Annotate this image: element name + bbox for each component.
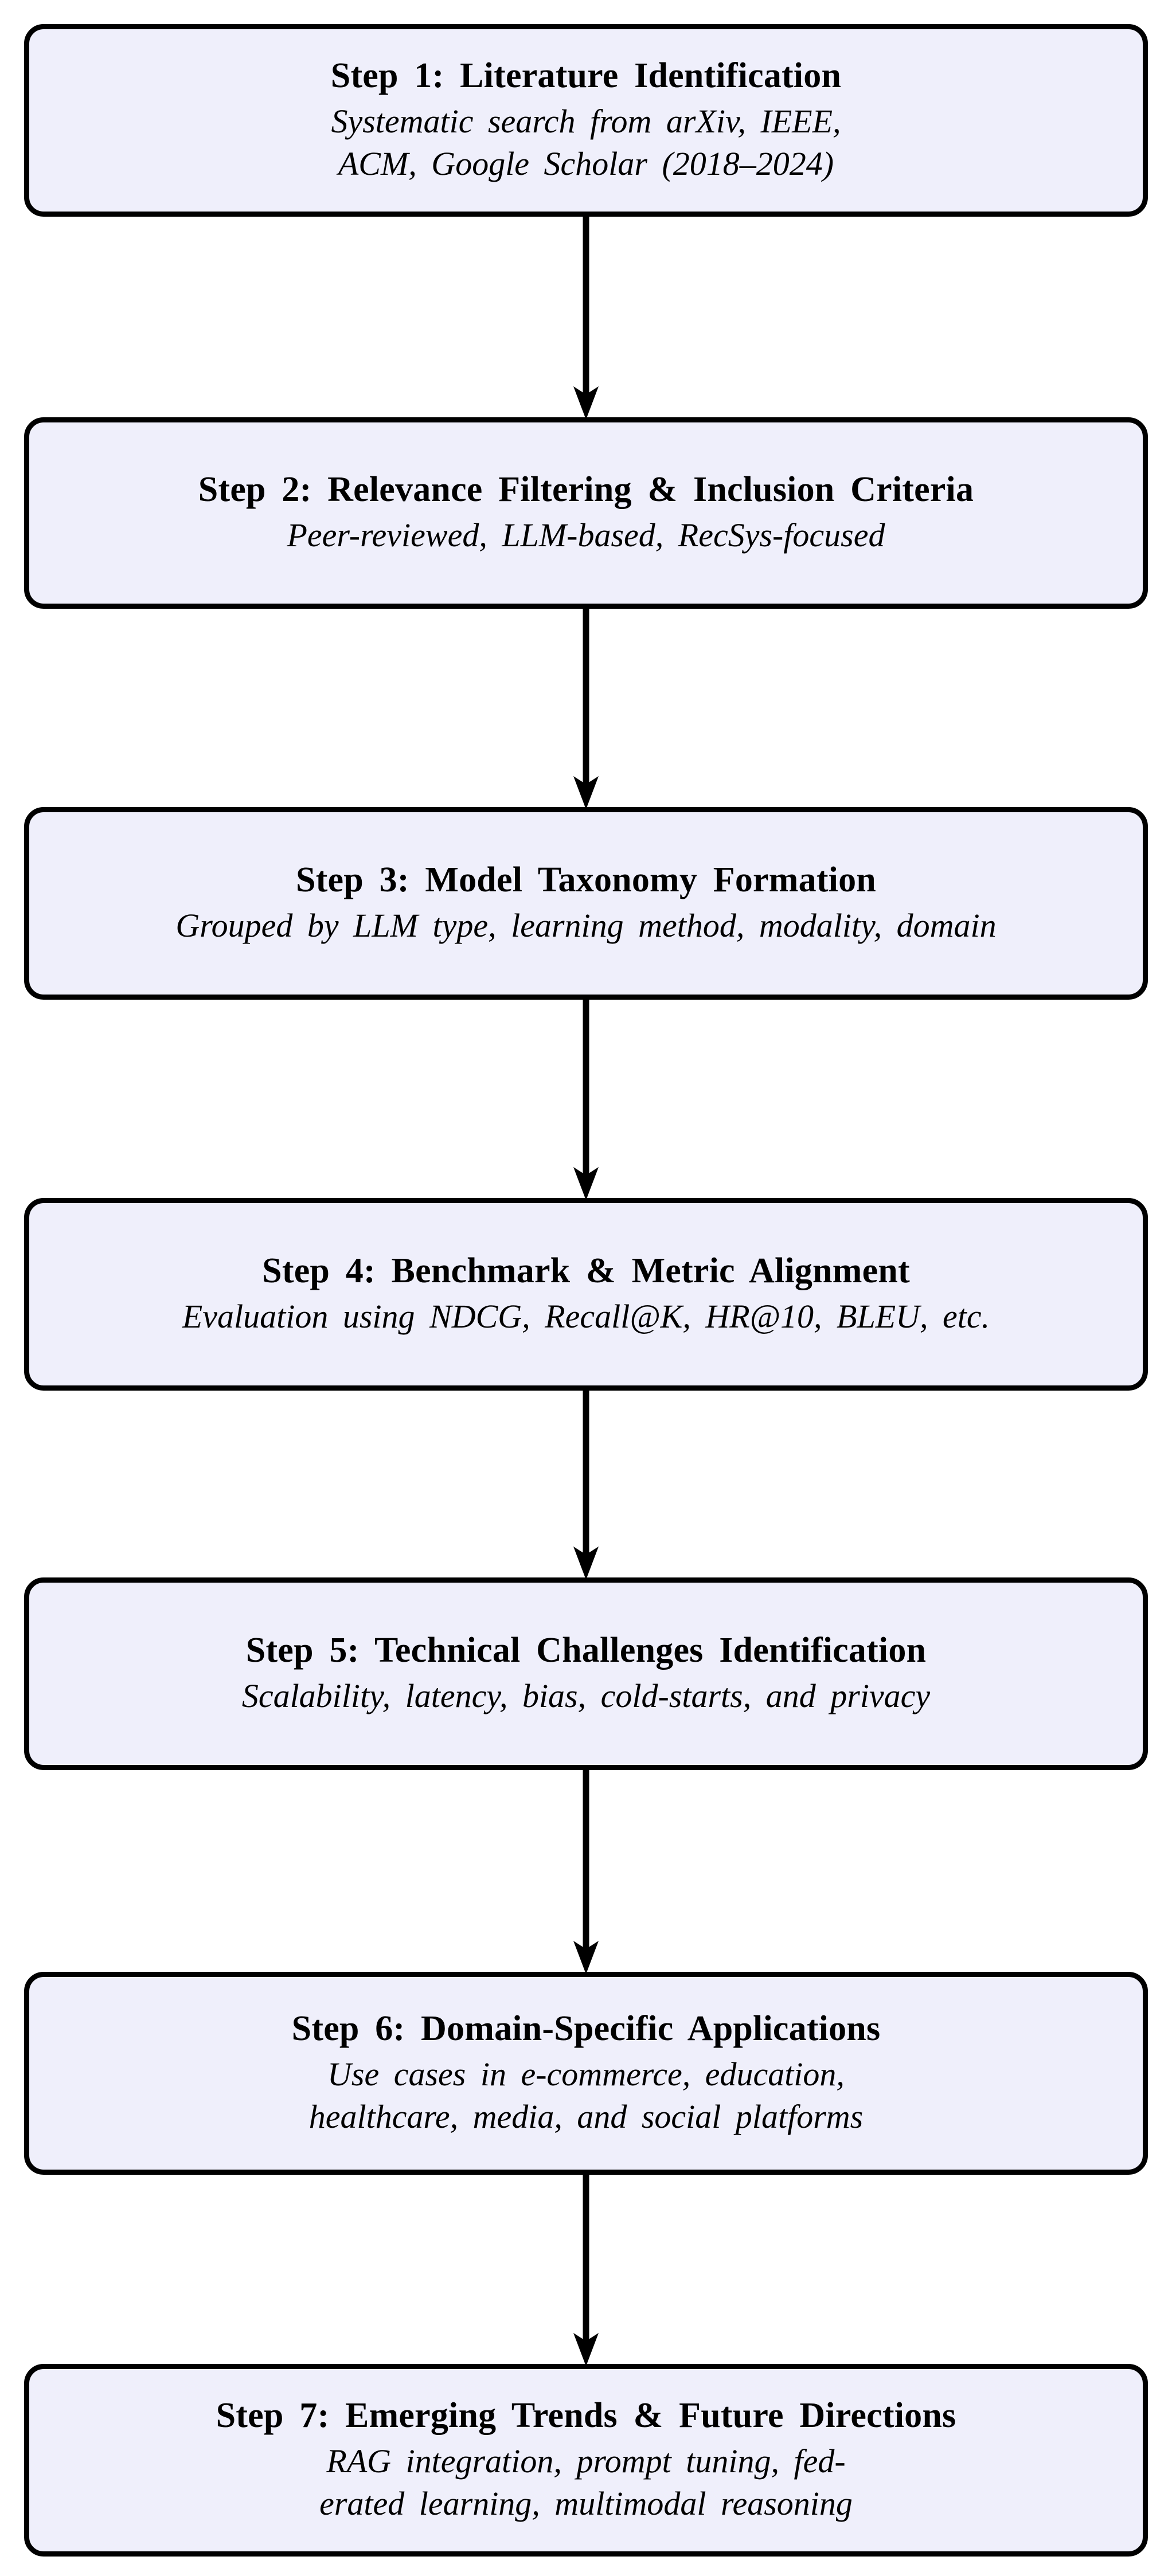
flow-node-title: Step 2: Relevance Filtering & Inclusion …	[198, 469, 974, 509]
flow-node-step-7[interactable]: Step 7: Emerging Trends & Future Directi…	[24, 2364, 1148, 2557]
flow-node-subtitle: Use cases in e-commerce, education, heal…	[308, 2055, 864, 2135]
flow-node-subtitle: Peer-reviewed, LLM-based, RecSys-focused	[287, 516, 885, 554]
flow-arrow-step-5-to-step-6	[0, 1768, 1172, 1975]
flow-arrow-step-3-to-step-4	[0, 997, 1172, 1201]
flow-node-title: Step 3: Model Taxonomy Formation	[296, 860, 876, 899]
flow-node-title: Step 7: Emerging Trends & Future Directi…	[216, 2395, 956, 2435]
flow-node-step-5[interactable]: Step 5: Technical Challenges Identificat…	[24, 1577, 1148, 1770]
flow-arrow-step-6-to-step-7	[0, 2172, 1172, 2367]
flow-node-title: Step 1: Literature Identification	[330, 56, 842, 95]
flow-node-title: Step 5: Technical Challenges Identificat…	[245, 1630, 927, 1670]
flow-node-step-4[interactable]: Step 4: Benchmark & Metric Alignment Eva…	[24, 1198, 1148, 1391]
flow-node-subtitle: Grouped by LLM type, learning method, mo…	[175, 906, 997, 944]
flow-node-subtitle: Systematic search from arXiv, IEEE, ACM,…	[331, 102, 841, 182]
flow-node-step-3[interactable]: Step 3: Model Taxonomy Formation Grouped…	[24, 807, 1148, 1000]
flow-node-subtitle: RAG integration, prompt tuning, fed- era…	[319, 2442, 853, 2522]
flow-arrow-step-2-to-step-3	[0, 606, 1172, 811]
flow-arrow-step-1-to-step-2	[0, 214, 1172, 421]
flow-node-step-1[interactable]: Step 1: Literature Identification System…	[24, 24, 1148, 217]
flow-node-title: Step 4: Benchmark & Metric Alignment	[262, 1251, 910, 1290]
flow-node-step-2[interactable]: Step 2: Relevance Filtering & Inclusion …	[24, 417, 1148, 609]
flow-node-step-6[interactable]: Step 6: Domain-Specific Applications Use…	[24, 1972, 1148, 2175]
flow-node-subtitle: Scalability, latency, bias, cold-starts,…	[241, 1677, 931, 1714]
flow-arrow-step-4-to-step-5	[0, 1388, 1172, 1581]
flow-node-title: Step 6: Domain-Specific Applications	[291, 2009, 881, 2048]
flow-node-subtitle: Evaluation using NDCG, Recall@K, HR@10, …	[182, 1297, 990, 1335]
